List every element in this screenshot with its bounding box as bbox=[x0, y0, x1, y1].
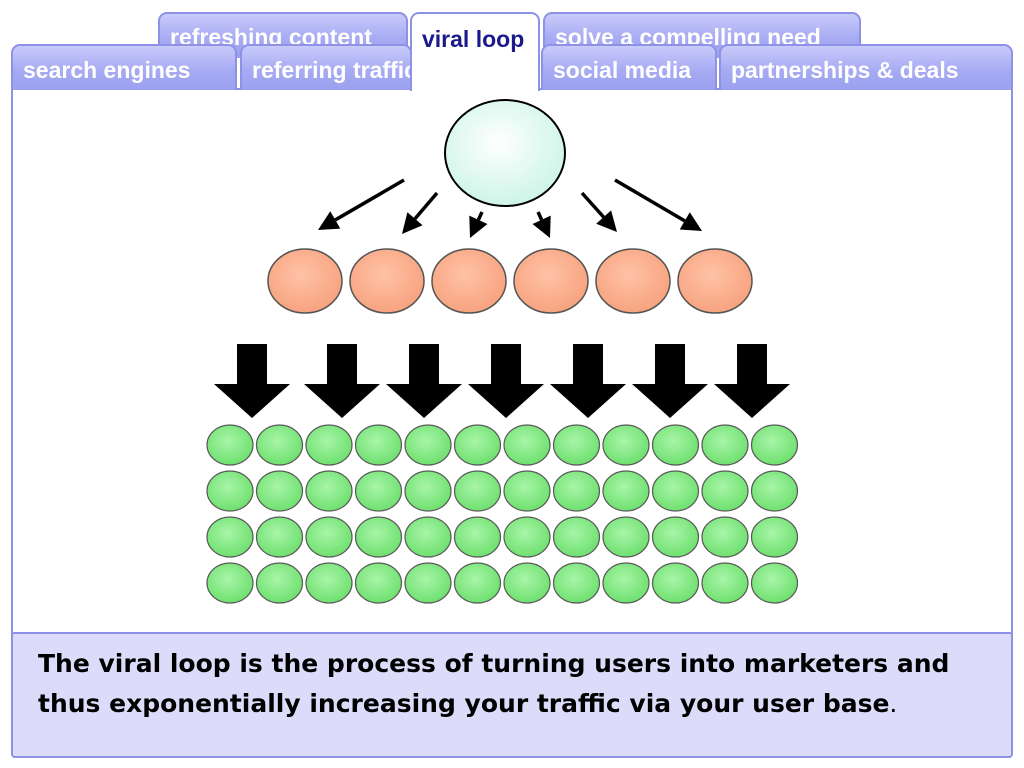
block-arrow bbox=[714, 344, 790, 418]
traffic-circle bbox=[453, 470, 502, 512]
tab-social-media[interactable]: social media bbox=[541, 44, 717, 90]
traffic-circle bbox=[602, 562, 650, 604]
traffic-circle bbox=[206, 424, 254, 466]
traffic-circle bbox=[305, 424, 353, 466]
traffic-circle bbox=[651, 470, 700, 512]
traffic-circle bbox=[453, 562, 502, 604]
traffic-circle bbox=[354, 516, 403, 558]
traffic-circle bbox=[552, 516, 601, 558]
traffic-circle bbox=[750, 562, 799, 604]
tab-label: partnerships & deals bbox=[731, 57, 959, 83]
block-arrow bbox=[468, 344, 544, 418]
thin-arrow-shaft bbox=[334, 178, 405, 222]
thin-arrow-shaft bbox=[580, 191, 605, 219]
traffic-circle bbox=[255, 424, 304, 466]
user-circle bbox=[349, 248, 425, 314]
thin-arrow-shaft bbox=[614, 178, 686, 223]
traffic-circle bbox=[503, 470, 551, 512]
traffic-circle bbox=[206, 562, 254, 604]
traffic-circle bbox=[206, 516, 254, 558]
block-arrow bbox=[304, 344, 380, 418]
tab-search-engines[interactable]: search engines bbox=[11, 44, 237, 90]
traffic-circle bbox=[206, 470, 254, 512]
tab-viral-loop[interactable]: viral loop bbox=[410, 12, 540, 91]
caption-main: The viral loop is the process of turning… bbox=[38, 649, 950, 718]
block-arrow bbox=[632, 344, 708, 418]
thin-arrow-head bbox=[402, 212, 423, 234]
traffic-circle bbox=[651, 562, 700, 604]
tab-label: referring traffic bbox=[252, 57, 412, 83]
traffic-circle bbox=[602, 516, 650, 558]
traffic-circle bbox=[602, 470, 650, 512]
user-circle bbox=[677, 248, 753, 314]
thin-arrow-shaft bbox=[536, 211, 544, 221]
traffic-circle bbox=[453, 516, 502, 558]
thin-arrow-head bbox=[318, 211, 341, 230]
tab-label: search engines bbox=[23, 57, 191, 83]
traffic-circle bbox=[404, 470, 452, 512]
block-arrow bbox=[214, 344, 290, 418]
source-circle bbox=[444, 99, 566, 207]
traffic-circle bbox=[453, 424, 502, 466]
traffic-circle bbox=[552, 470, 601, 512]
traffic-circle bbox=[701, 470, 749, 512]
user-circle bbox=[267, 248, 343, 314]
traffic-circle bbox=[503, 516, 551, 558]
thin-arrow-head bbox=[469, 215, 488, 238]
tab-label: viral loop bbox=[422, 26, 525, 52]
caption-end: . bbox=[889, 689, 898, 718]
traffic-circle bbox=[552, 562, 601, 604]
traffic-circle bbox=[305, 470, 353, 512]
user-circle bbox=[431, 248, 507, 314]
block-arrow bbox=[550, 344, 626, 418]
traffic-circle bbox=[651, 424, 700, 466]
traffic-circle bbox=[701, 562, 749, 604]
tab-label: social media bbox=[553, 57, 692, 83]
traffic-circle bbox=[404, 562, 452, 604]
traffic-circle bbox=[701, 516, 749, 558]
traffic-circle bbox=[404, 424, 452, 466]
tab-partnerships-deals[interactable]: partnerships & deals bbox=[719, 44, 1013, 90]
user-circle bbox=[595, 248, 671, 314]
traffic-circle bbox=[651, 516, 700, 558]
traffic-circle bbox=[503, 562, 551, 604]
block-arrow bbox=[386, 344, 462, 418]
traffic-circle bbox=[354, 470, 403, 512]
traffic-circle bbox=[552, 424, 601, 466]
traffic-circle bbox=[255, 470, 304, 512]
thin-arrow-shaft bbox=[476, 211, 484, 221]
traffic-circle bbox=[750, 516, 799, 558]
traffic-circle bbox=[305, 562, 353, 604]
caption-text: The viral loop is the process of turning… bbox=[38, 644, 978, 724]
traffic-circle bbox=[503, 424, 551, 466]
traffic-circle bbox=[305, 516, 353, 558]
traffic-circle bbox=[255, 562, 304, 604]
user-circle bbox=[513, 248, 589, 314]
thin-arrow-head bbox=[679, 212, 702, 231]
traffic-circle bbox=[701, 424, 749, 466]
thin-arrow-head bbox=[596, 210, 617, 232]
traffic-circle bbox=[354, 562, 403, 604]
traffic-circle bbox=[255, 516, 304, 558]
traffic-circle bbox=[404, 516, 452, 558]
traffic-circle bbox=[602, 424, 650, 466]
thin-arrow-shaft bbox=[413, 191, 439, 220]
caption-box: The viral loop is the process of turning… bbox=[11, 632, 1013, 758]
traffic-circle bbox=[354, 424, 403, 466]
traffic-circle bbox=[750, 470, 799, 512]
thin-arrow-head bbox=[532, 215, 551, 238]
traffic-circle bbox=[750, 424, 799, 466]
